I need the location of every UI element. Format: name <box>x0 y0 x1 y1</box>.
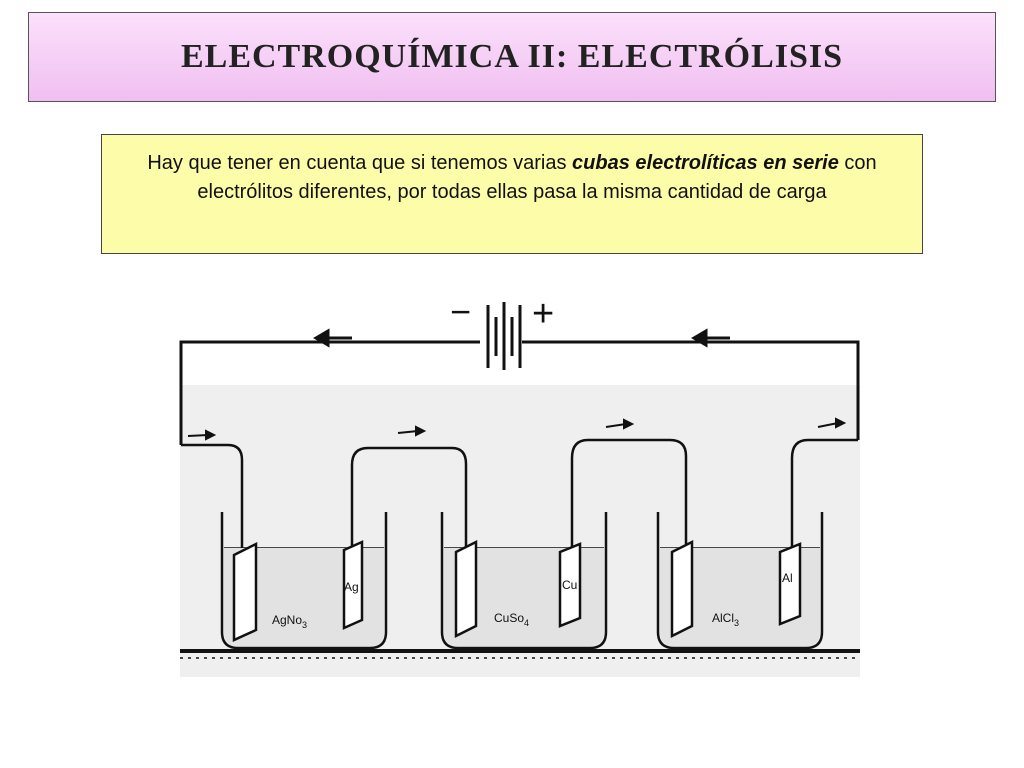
current-arrow-left <box>313 328 352 348</box>
circuit-wire <box>179 340 860 445</box>
cell-3-electrode-label: Al <box>782 571 793 585</box>
note-text-1: Hay que tener en cuenta que si tenemos v… <box>147 152 573 174</box>
table-surface <box>180 649 860 659</box>
cell-connectors <box>181 438 858 552</box>
cell-3-electrolyte-label: AlCl3 <box>712 611 739 628</box>
battery-symbol <box>486 302 522 370</box>
note-box: Hay que tener en cuenta que si tenemos v… <box>101 134 923 254</box>
cell-1-left-electrode <box>232 541 258 642</box>
battery-negative-sign: − <box>450 291 471 332</box>
flow-arrows <box>187 417 847 441</box>
current-arrow-right <box>691 328 730 348</box>
electrolysis-diagram: − + Ag AgNo3 Cu CuS <box>179 291 860 677</box>
cell-2-left-electrode <box>454 539 478 639</box>
cell-3-right-electrode <box>778 542 802 626</box>
note-text-2: con electrólitos diferentes, por todas e… <box>197 152 877 203</box>
note-emphasis: cubas electrolíticas en serie <box>572 152 839 174</box>
cell-2-electrolyte-label: CuSo4 <box>494 611 529 628</box>
title-banner: ELECTROQUÍMICA II: ELECTRÓLISIS <box>28 12 996 102</box>
cell-2-right-electrode <box>558 542 582 628</box>
cell-1: Ag AgNo3 <box>220 512 388 650</box>
cell-1-right-electrode <box>342 540 364 630</box>
cell-1-electrode-label: Ag <box>344 580 359 594</box>
battery-positive-sign: + <box>532 293 554 335</box>
slide-title: ELECTROQUÍMICA II: ELECTRÓLISIS <box>180 38 844 75</box>
cell-1-electrolyte-label: AgNo3 <box>272 613 307 630</box>
cell-3: Al AlCl3 <box>656 512 824 650</box>
cell-3-left-electrode <box>670 539 694 639</box>
cell-2-electrode-label: Cu <box>562 578 577 592</box>
cell-2: Cu CuSo4 <box>440 512 608 650</box>
